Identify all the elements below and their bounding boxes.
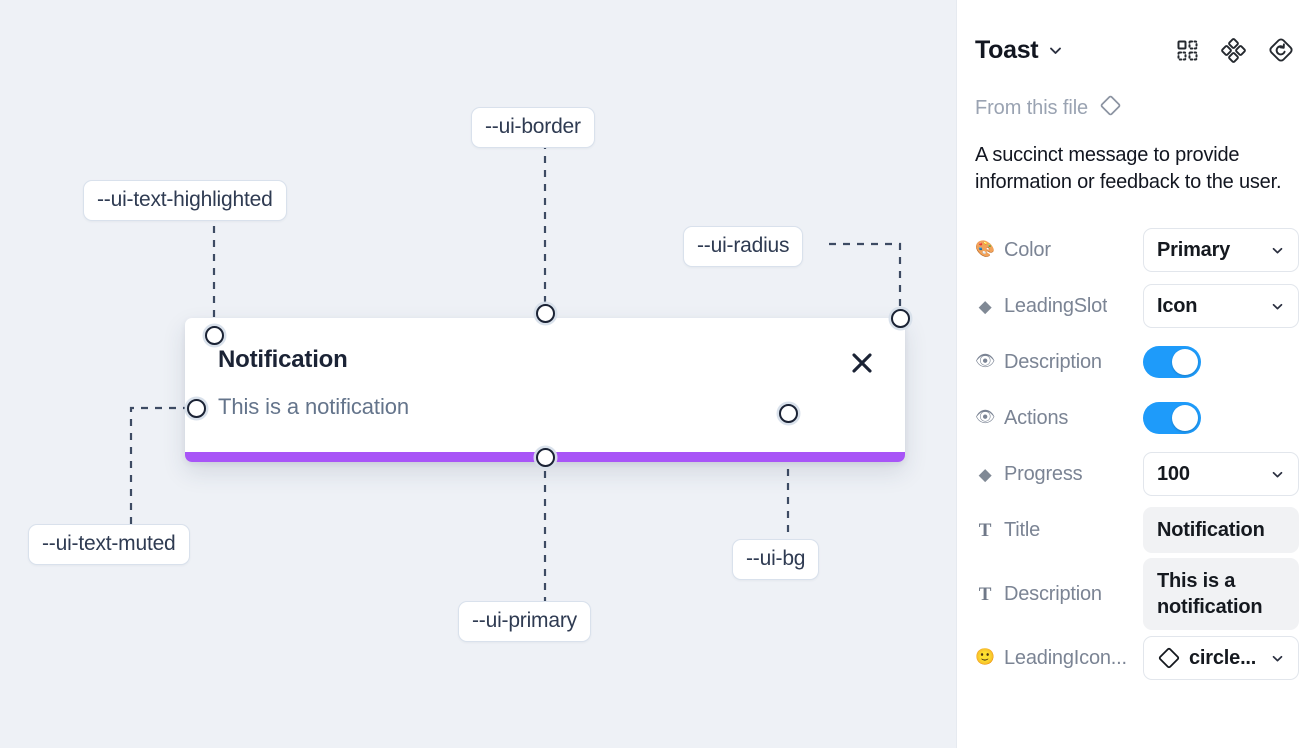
annotation-chip-ui-radius[interactable]: --ui-radius — [683, 226, 804, 267]
property-label-description: 👁 Description — [975, 350, 1102, 373]
close-icon[interactable] — [847, 348, 877, 378]
description-input[interactable]: This is a notification — [1143, 558, 1299, 631]
title-input[interactable]: Notification — [1143, 507, 1299, 554]
smiley-emoji-icon: 🙂 — [975, 649, 995, 667]
property-row-leadingslot: ◆ LeadingSlot Icon — [975, 278, 1299, 334]
property-row-description-text: T Description This is a notification — [975, 558, 1299, 631]
property-row-leadingicon: 🙂 LeadingIcon... circle... — [975, 630, 1299, 686]
actions-toggle[interactable] — [1143, 402, 1201, 435]
eye-emoji-icon: 👁 — [975, 409, 996, 427]
property-row-color: 🎨 Color Primary — [975, 222, 1299, 278]
chevron-down-icon — [1270, 651, 1285, 666]
annotation-chip-ui-border[interactable]: --ui-border — [471, 107, 595, 148]
diamond-filled-icon: ◆ — [978, 296, 992, 316]
chevron-down-icon[interactable] — [1047, 42, 1064, 59]
property-label-color: 🎨 Color — [975, 238, 1051, 261]
progress-select[interactable]: 100 — [1143, 452, 1299, 497]
annotation-handle-ui-text-muted[interactable] — [187, 399, 206, 418]
toast-title: Notification — [218, 346, 348, 373]
annotation-chip-ui-primary[interactable]: --ui-primary — [458, 601, 591, 642]
annotation-handle-ui-radius[interactable] — [891, 309, 910, 328]
chevron-down-icon — [1270, 243, 1285, 258]
variants-diamonds-icon[interactable] — [1221, 37, 1246, 63]
property-row-actions-toggle: 👁 Actions — [975, 390, 1294, 446]
property-row-progress: ◆ Progress 100 — [975, 446, 1299, 502]
annotation-chip-ui-bg[interactable]: --ui-bg — [732, 539, 820, 580]
eye-emoji-icon: 👁 — [975, 353, 996, 371]
component-grid-icon[interactable] — [1176, 39, 1199, 62]
property-label-title: T Title — [975, 519, 1143, 542]
leadingslot-select[interactable]: Icon — [1143, 284, 1299, 329]
component-inspector-panel: Toast — [956, 0, 1312, 748]
annotation-handle-ui-primary[interactable] — [536, 448, 555, 467]
chevron-down-icon — [1270, 299, 1285, 314]
from-this-file-row[interactable]: From this file — [975, 94, 1294, 122]
color-select[interactable]: Primary — [1143, 228, 1299, 273]
annotation-handle-ui-text-highlighted[interactable] — [205, 326, 224, 345]
annotation-chip-ui-text-highlighted[interactable]: --ui-text-highlighted — [83, 180, 287, 221]
diamond-filled-icon: ◆ — [978, 464, 992, 484]
description-toggle[interactable] — [1143, 346, 1201, 379]
diamond-outline-icon — [1099, 94, 1122, 122]
property-row-title: T Title Notification — [975, 502, 1299, 558]
text-type-icon: T — [978, 519, 992, 541]
annotation-handle-ui-bg[interactable] — [779, 404, 798, 423]
text-type-icon: T — [978, 583, 992, 605]
property-label-actions: 👁 Actions — [975, 406, 1069, 429]
property-label-description-text: T Description — [975, 583, 1143, 606]
property-label-leadingicon: 🙂 LeadingIcon... — [975, 646, 1127, 669]
from-this-file-label: From this file — [975, 96, 1089, 119]
component-name: Toast — [975, 35, 1039, 64]
annotation-handle-ui-border[interactable] — [536, 304, 555, 323]
leadingicon-select[interactable]: circle... — [1143, 636, 1299, 681]
panel-header: Toast — [975, 0, 1294, 92]
properties-list: 🎨 Color Primary — [975, 222, 1299, 686]
toggle-knob — [1172, 405, 1198, 432]
diamond-outline-icon — [1157, 646, 1181, 670]
toast-component-preview[interactable]: Notification This is a notification — [185, 318, 905, 462]
palette-emoji-icon: 🎨 — [975, 241, 995, 259]
design-canvas[interactable]: Notification This is a notification --ui… — [0, 0, 956, 748]
panel-header-actions — [1176, 37, 1294, 63]
property-row-description-toggle: 👁 Description — [975, 334, 1294, 390]
reset-overrides-icon[interactable] — [1268, 37, 1294, 63]
property-label-leadingslot: ◆ LeadingSlot — [975, 295, 1143, 318]
toast-description: This is a notification — [218, 394, 409, 419]
toggle-knob — [1172, 349, 1198, 376]
chevron-down-icon — [1270, 467, 1285, 482]
property-label-progress: ◆ Progress — [975, 463, 1143, 486]
component-description: A succinct message to provide informatio… — [975, 144, 1282, 194]
annotation-chip-ui-text-muted[interactable]: --ui-text-muted — [28, 524, 190, 565]
